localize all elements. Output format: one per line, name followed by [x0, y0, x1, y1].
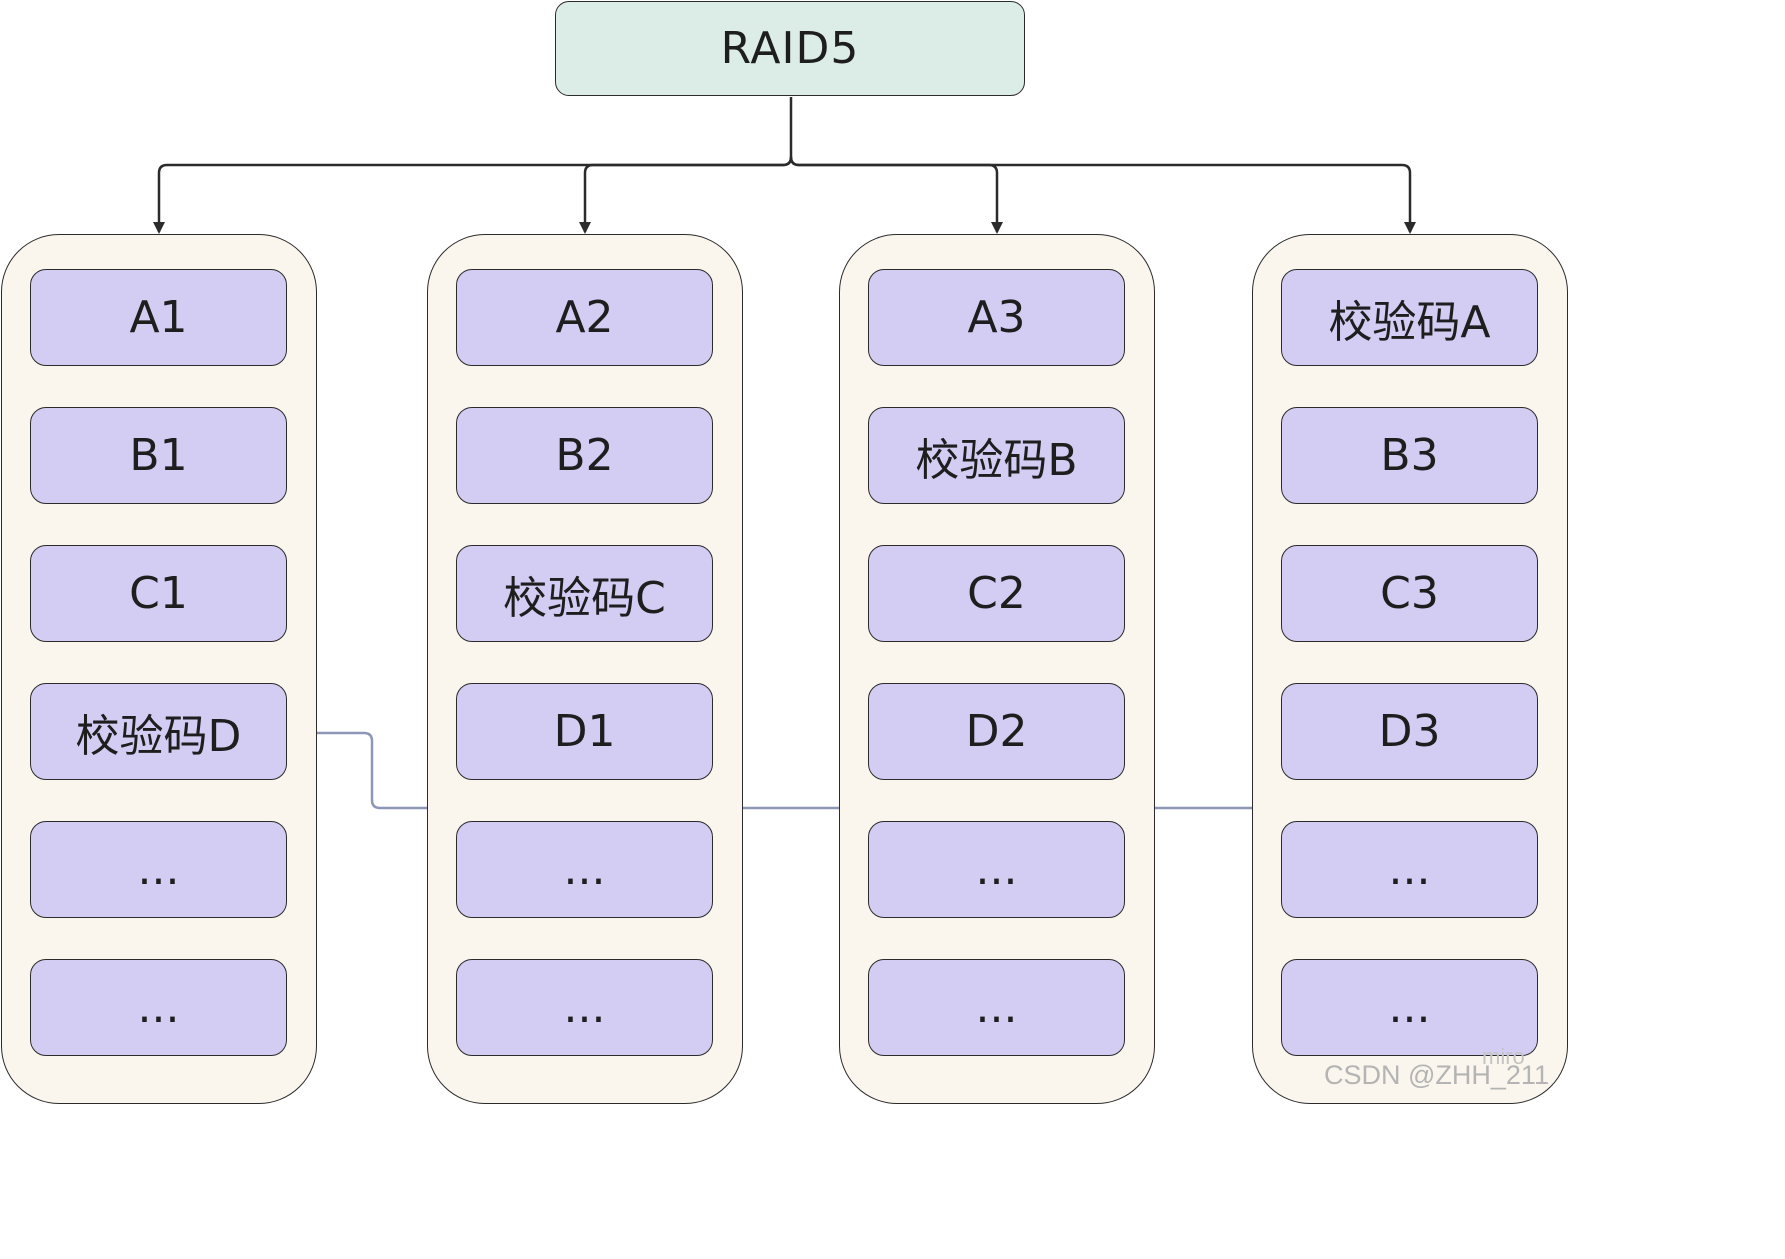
block-a2: A2: [456, 269, 713, 366]
block-ellipsis: ...: [868, 821, 1125, 918]
block-parity-d: 校验码D: [30, 683, 287, 780]
block-ellipsis: ...: [30, 821, 287, 918]
block-b3: B3: [1281, 407, 1538, 504]
block-c1: C1: [30, 545, 287, 642]
block-ellipsis: ...: [1281, 959, 1538, 1056]
disk-1: A1 B1 C1 校验码D ... ...: [1, 234, 317, 1104]
block-parity-b: 校验码B: [868, 407, 1125, 504]
connector-disk-4: [789, 156, 1416, 234]
block-a1: A1: [30, 269, 287, 366]
block-b1: B1: [30, 407, 287, 504]
block-d3: D3: [1281, 683, 1538, 780]
block-parity-a: 校验码A: [1281, 269, 1538, 366]
watermark-text: CSDN @ZHH_211: [1324, 1060, 1549, 1090]
block-ellipsis: ...: [1281, 821, 1538, 918]
block-c3: C3: [1281, 545, 1538, 642]
block-ellipsis: ...: [30, 959, 287, 1056]
block-d1: D1: [456, 683, 713, 780]
disk-3: A3 校验码B C2 D2 ... ...: [839, 234, 1155, 1104]
block-a3: A3: [868, 269, 1125, 366]
connector-disk-3: [789, 156, 1003, 234]
block-ellipsis: ...: [868, 959, 1125, 1056]
miro-brand-mark: miro: [1482, 1044, 1525, 1069]
raid5-root-node: RAID5: [555, 1, 1025, 96]
connector-disk-2: [579, 156, 793, 234]
disk-2: A2 B2 校验码C D1 ... ...: [427, 234, 743, 1104]
tree-connectors: [153, 97, 1416, 234]
block-b2: B2: [456, 407, 713, 504]
disk-4: 校验码A B3 C3 D3 ... ...: [1252, 234, 1568, 1104]
block-ellipsis: ...: [456, 959, 713, 1056]
block-ellipsis: ...: [456, 821, 713, 918]
block-d2: D2: [868, 683, 1125, 780]
block-c2: C2: [868, 545, 1125, 642]
block-parity-c: 校验码C: [456, 545, 713, 642]
